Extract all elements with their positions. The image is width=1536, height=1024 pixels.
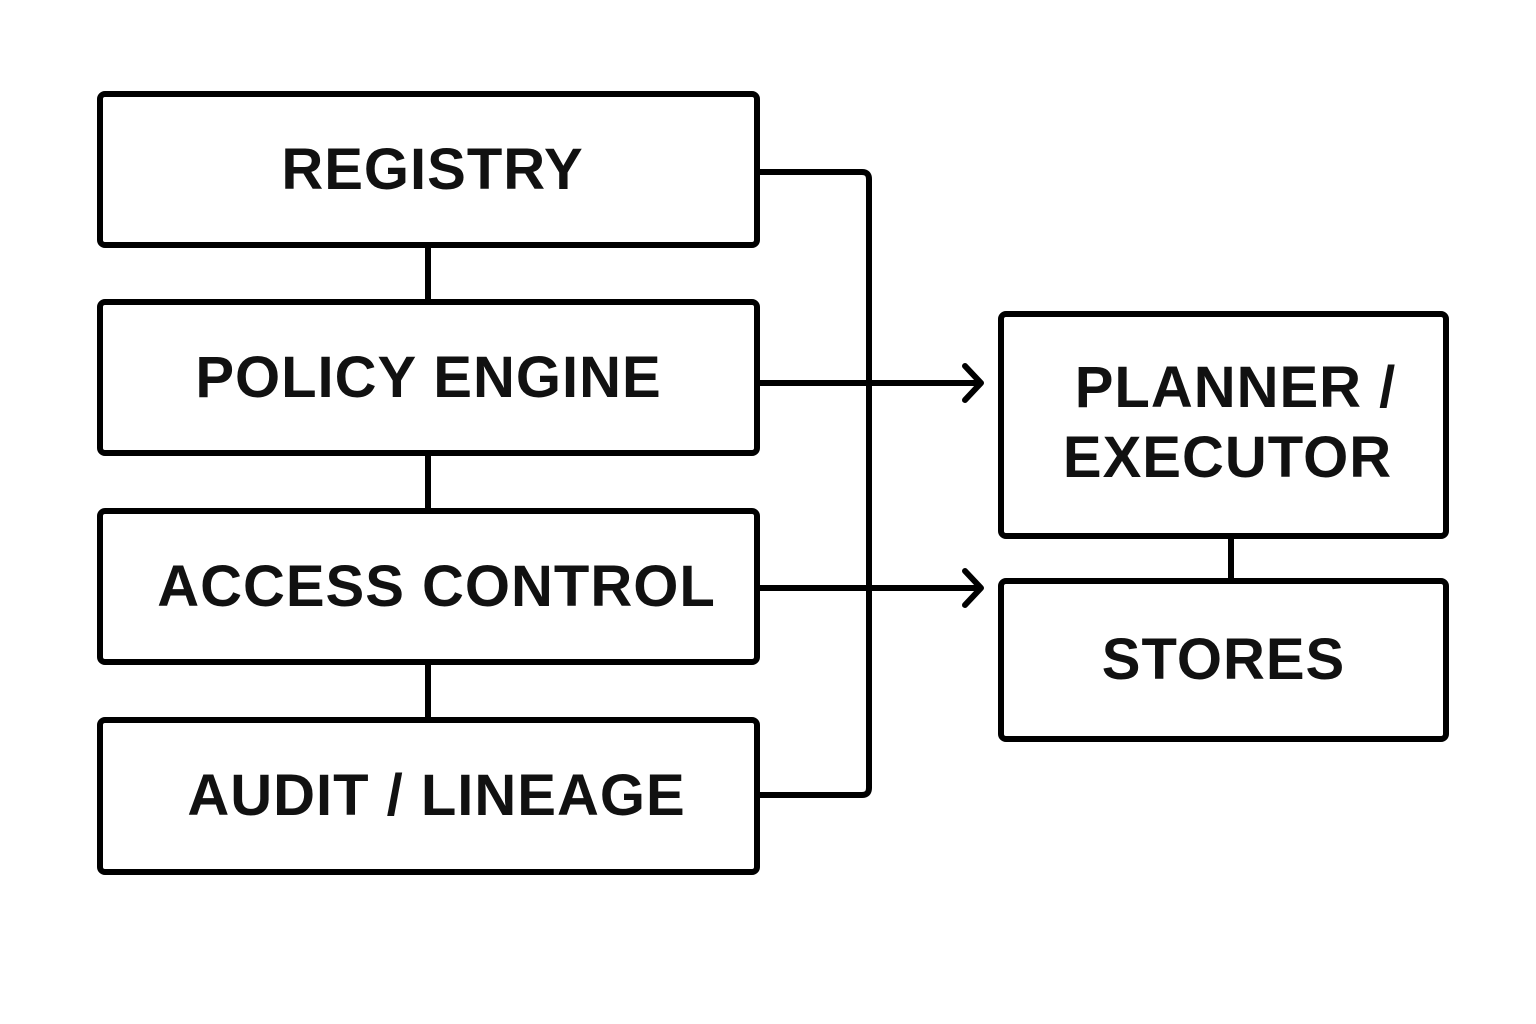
policy-engine-box: POLICY ENGINE xyxy=(97,299,760,456)
access-control-box: ACCESS CONTROL xyxy=(97,508,760,665)
planner-executor-label: PLANNER / EXECUTOR xyxy=(1062,353,1395,493)
arrowhead-planner xyxy=(962,363,984,403)
stores-label: STORES xyxy=(1101,627,1346,692)
arrowhead-stores xyxy=(962,568,984,608)
executor-label-line: EXECUTOR xyxy=(1062,425,1393,490)
policy-engine-label: POLICY ENGINE xyxy=(195,344,662,410)
connector-bus xyxy=(760,169,872,798)
stores-box: STORES xyxy=(998,578,1449,742)
planner-label-line: PLANNER / xyxy=(1074,355,1397,420)
planner-executor-box: PLANNER / EXECUTOR xyxy=(998,311,1449,539)
registry-label: REGISTRY xyxy=(281,136,584,202)
registry-box: REGISTRY xyxy=(97,91,760,248)
audit-lineage-label: AUDIT / LINEAGE xyxy=(187,763,686,828)
access-control-label: ACCESS CONTROL xyxy=(157,553,716,619)
audit-lineage-box: AUDIT / LINEAGE xyxy=(97,717,760,875)
